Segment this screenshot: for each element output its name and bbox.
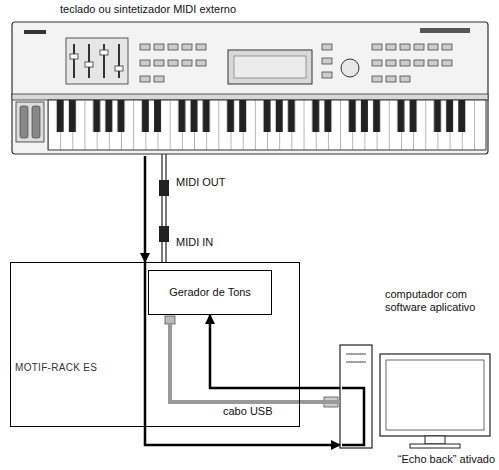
pc-tower	[340, 345, 372, 448]
cable-wire	[165, 154, 166, 262]
signal-through-line	[144, 262, 147, 427]
echo-back-loop	[342, 388, 364, 445]
lcd-display	[228, 50, 312, 84]
logo-mark	[24, 30, 46, 34]
model-mark	[420, 28, 470, 33]
signal-arrow	[300, 400, 340, 404]
signal-arrow	[145, 427, 340, 445]
slider-cap	[85, 62, 93, 67]
monitor	[380, 354, 490, 436]
slider-cap	[115, 66, 123, 71]
usb-port	[165, 316, 175, 324]
wheel-housing	[16, 102, 44, 142]
node-text: computador com software aplicativo	[385, 288, 497, 314]
mod-wheel	[32, 106, 40, 138]
monitor-screen	[386, 360, 484, 430]
slider	[118, 44, 120, 78]
pitch-wheel	[20, 106, 28, 138]
white-keys	[48, 100, 486, 150]
midi-cable	[159, 154, 169, 262]
keyboard-node: teclado ou sintetizador MIDI externo	[10, 2, 490, 156]
synthesizer-keyboard	[12, 22, 488, 154]
midi-plug	[159, 226, 169, 242]
usb-cable	[170, 324, 300, 402]
slider-cap	[100, 50, 108, 55]
device-box: MOTIF-RACK ES Gerador de Tons	[10, 262, 300, 427]
drive-slot	[346, 362, 366, 363]
computer-node: computador com software aplicativo	[340, 286, 495, 458]
slider	[88, 44, 90, 78]
drive-slot	[346, 354, 366, 355]
black-keys	[48, 100, 474, 132]
monitor-stand	[425, 436, 445, 444]
midi-plug	[159, 180, 169, 196]
slider-cap	[70, 54, 78, 59]
cable-label: cabo USB	[222, 405, 274, 418]
node-text: teclado ou sintetizador MIDI externo	[60, 3, 490, 16]
lcd-screen	[234, 56, 306, 78]
node-text: Gerador de Tons	[169, 286, 251, 299]
keyboard-body	[12, 22, 488, 154]
signal-arrow	[144, 156, 147, 262]
slider	[73, 44, 75, 78]
data-dial	[341, 59, 359, 77]
node-text: MOTIF-RACK ES	[15, 361, 299, 374]
cable-wire	[161, 154, 162, 262]
connector-label: MIDI OUT	[176, 176, 226, 189]
connector-label: MIDI IN	[176, 236, 213, 249]
keyboard-strip	[12, 94, 488, 100]
slider-panel	[66, 38, 128, 84]
monitor-base	[410, 444, 460, 448]
slider	[103, 44, 105, 78]
connector-label: “Echo back” ativado	[380, 453, 495, 466]
signal-arrow	[210, 315, 340, 388]
tone-generator-box: Gerador de Tons	[148, 270, 272, 315]
computer	[340, 345, 490, 448]
